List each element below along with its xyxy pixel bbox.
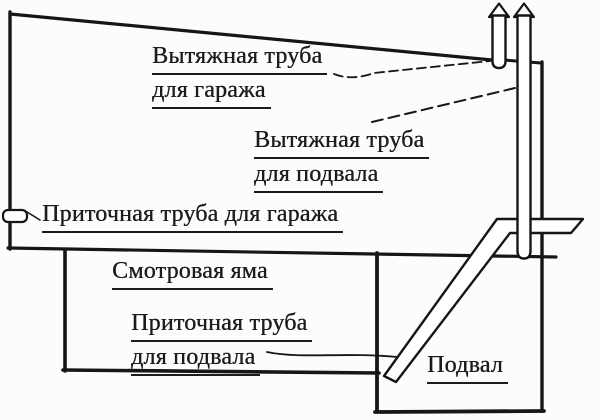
label-supply-pipe-garage: Приточная труба для гаража xyxy=(42,199,344,233)
basement-supply-duct xyxy=(382,217,585,384)
garage-roof-line xyxy=(8,12,494,62)
label-text: для подвала xyxy=(131,342,261,376)
pit-floor xyxy=(61,368,381,375)
leader-supply-basement xyxy=(266,351,398,358)
leader-vent-garage xyxy=(333,60,491,79)
leader-supply-garage xyxy=(26,211,41,221)
label-supply-pipe-basement: Приточная труба для подвала xyxy=(131,308,313,376)
label-text: для подвала xyxy=(254,159,384,193)
garage-floor-line xyxy=(6,246,558,259)
label-basement: Подвал xyxy=(427,350,508,384)
label-text: Смотровая яма xyxy=(112,256,273,290)
label-text: для гаража xyxy=(152,75,271,109)
label-text: Вытяжная труба xyxy=(152,41,328,75)
label-text: Вытяжная труба xyxy=(254,125,430,159)
basement-exhaust-pipe xyxy=(516,14,532,260)
label-text: Приточная труба xyxy=(131,308,313,342)
label-text: Подвал xyxy=(427,350,508,384)
label-exhaust-pipe-garage: Вытяжная труба для гаража xyxy=(152,41,328,109)
basement-floor xyxy=(373,409,546,414)
garage-exhaust-pipe xyxy=(491,14,507,70)
label-inspection-pit: Смотровая яма xyxy=(112,256,273,290)
garage-supply-inlet-stub xyxy=(1,208,29,224)
leader-vent-basement xyxy=(371,87,516,123)
label-exhaust-pipe-basement: Вытяжная труба для подвала xyxy=(254,125,430,193)
label-text: Приточная труба для гаража xyxy=(42,199,344,233)
